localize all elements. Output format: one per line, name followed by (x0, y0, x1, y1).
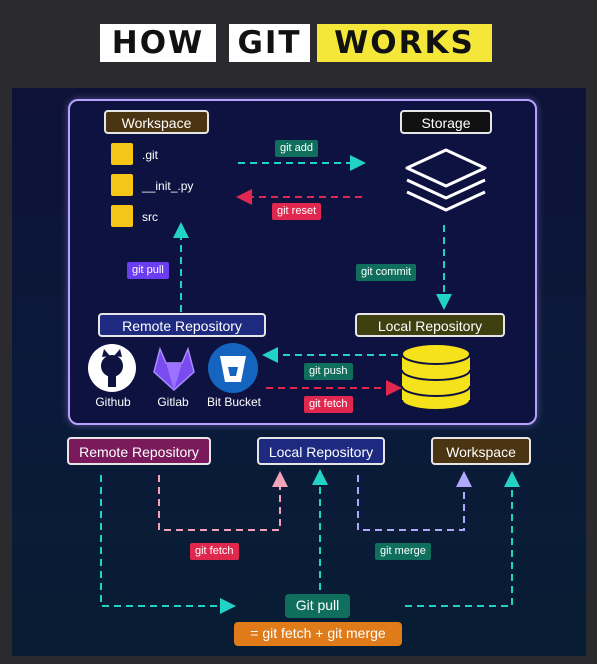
git-fetch-tag: git fetch (304, 396, 353, 413)
bottom-git-fetch-tag: git fetch (190, 543, 239, 560)
git-pull-equation: = git fetch + git merge (234, 622, 402, 646)
bottom-git-merge-tag: git merge (375, 543, 431, 560)
storage-label: Storage (400, 110, 492, 134)
git-add-tag: git add (275, 140, 319, 157)
file-src: src (142, 210, 158, 224)
folder-icon (111, 205, 133, 227)
title-works: WORKS (317, 24, 492, 62)
git-pull-box: Git pull (285, 594, 350, 618)
gitlab-icon (153, 346, 195, 392)
remote-repository-label: Remote Repository (98, 313, 266, 337)
git-commit-tag: git commit (356, 264, 417, 281)
bottom-workspace: Workspace (431, 437, 531, 465)
git-pull-tag: git pull (127, 262, 169, 279)
workspace-label: Workspace (104, 110, 209, 134)
title-how: HOW (100, 24, 216, 62)
bottom-local-repository: Local Repository (257, 437, 385, 465)
file-icon (111, 174, 133, 196)
local-repository-label: Local Repository (355, 313, 505, 337)
github-icon (88, 344, 136, 392)
title-git: GIT (229, 24, 310, 62)
github-caption: Github (95, 395, 131, 409)
file-icon (111, 143, 133, 165)
file-git: .git (142, 148, 159, 162)
git-push-tag: git push (304, 363, 353, 380)
gitlab-caption: Gitlab (157, 395, 189, 409)
bitbucket-caption: Bit Bucket (206, 395, 262, 409)
bottom-remote-repository: Remote Repository (67, 437, 211, 465)
file-init: __init_.py (142, 179, 194, 193)
bitbucket-icon (208, 343, 258, 393)
git-reset-tag: git reset (272, 203, 322, 220)
